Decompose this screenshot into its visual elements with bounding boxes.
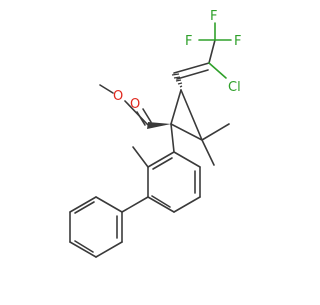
carbonyl-oxygen-label: O: [130, 97, 140, 112]
ester-single-bond: [124, 100, 149, 126]
molecule-svg: Cl F F F O O: [69, 9, 241, 258]
carbonyl-double-bond-b: [142, 108, 152, 123]
vinyl-double-bond-b: [176, 69, 209, 80]
phenyl-ring: [69, 196, 123, 258]
ring-bond-c2-c3: [180, 89, 203, 141]
central-benzene-ring: [147, 151, 201, 213]
methyl-bond-right: [201, 123, 230, 141]
ring-bond-c1-c3: [170, 123, 203, 141]
fluorine-right-label: F: [234, 34, 241, 49]
ring-bond-c1-c2: [170, 89, 182, 125]
methyl-bond-down: [201, 139, 215, 166]
fluorine-top-label: F: [210, 9, 217, 24]
bond-to-chlorine: [208, 62, 227, 79]
ester-oxygen-label: O: [113, 89, 123, 104]
molecule-structure-diagram: Cl F F F O O: [69, 9, 241, 258]
methoxy-bond: [99, 84, 114, 94]
fluorine-left-label: F: [185, 34, 192, 49]
chlorine-label: Cl: [228, 80, 241, 95]
bond-to-cf3: [208, 39, 216, 64]
bond-to-aryl: [170, 123, 175, 153]
biaryl-bond: [121, 196, 149, 213]
bold-wedge-bond: [147, 122, 171, 129]
vinyl-double-bond-a: [173, 62, 210, 74]
aryl-methyl-bond: [132, 146, 149, 168]
hashed-wedge-bond: [171, 73, 183, 88]
